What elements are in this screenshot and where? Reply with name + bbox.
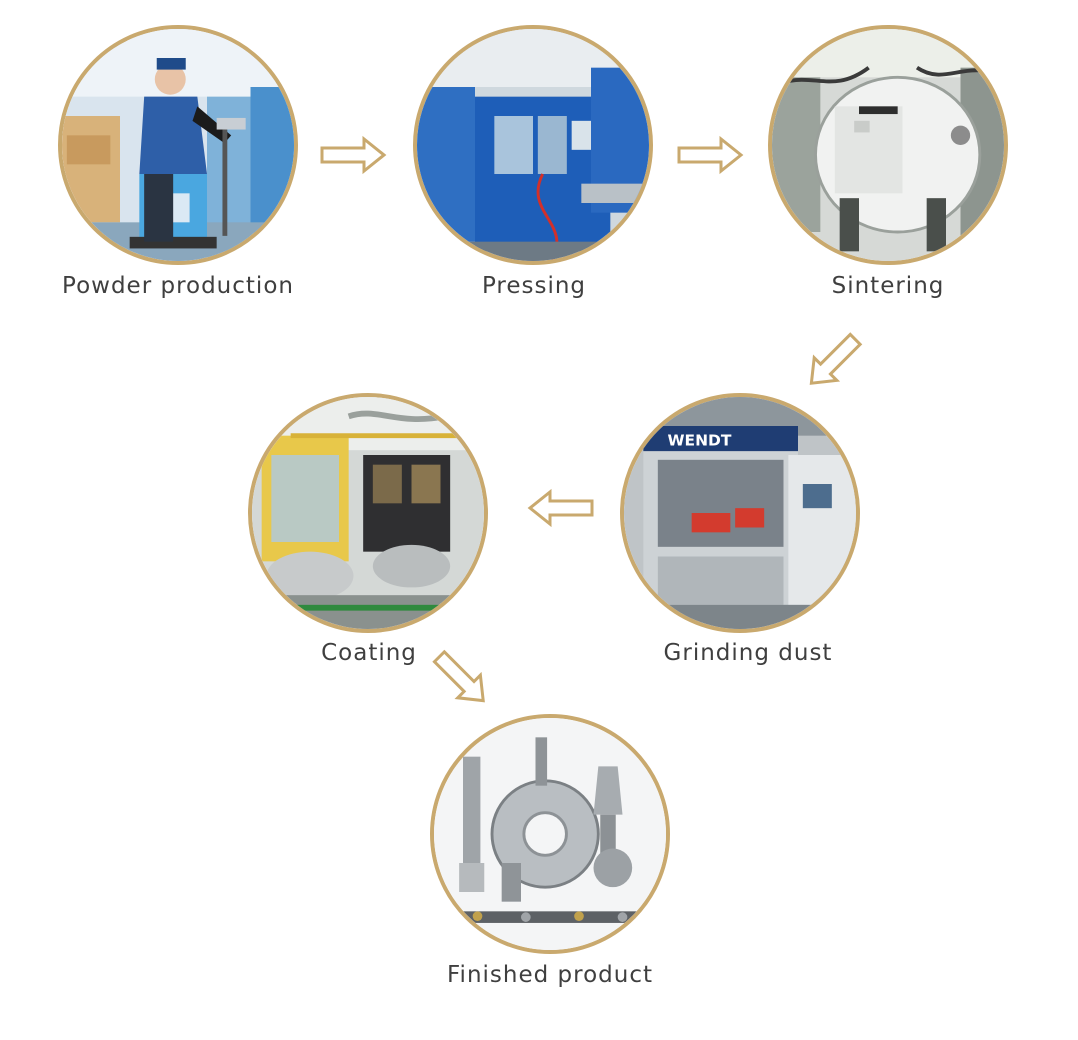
step-label-sintering: Sintering — [831, 273, 945, 299]
finished-product-photo — [430, 714, 670, 954]
sintering-photo — [768, 25, 1008, 265]
arrow-down-left-icon — [800, 328, 868, 396]
arrow-right-icon — [320, 135, 388, 175]
coating-photo — [248, 393, 488, 633]
step-label-grinding-dust: Grinding dust — [663, 640, 833, 666]
pressing-photo — [413, 25, 653, 265]
arrow-left-icon — [526, 488, 594, 528]
arrow-down-right-icon — [428, 644, 496, 712]
wendt-logo-text: WENDT — [668, 431, 732, 449]
arrow-right-icon — [677, 135, 745, 175]
step-label-finished-product: Finished product — [447, 962, 653, 988]
step-label-powder-production: Powder production — [62, 273, 294, 299]
grinding-dust-photo: WENDT — [620, 393, 860, 633]
powder-production-photo — [58, 25, 298, 265]
step-label-pressing: Pressing — [481, 273, 587, 299]
step-label-coating: Coating — [321, 640, 417, 666]
